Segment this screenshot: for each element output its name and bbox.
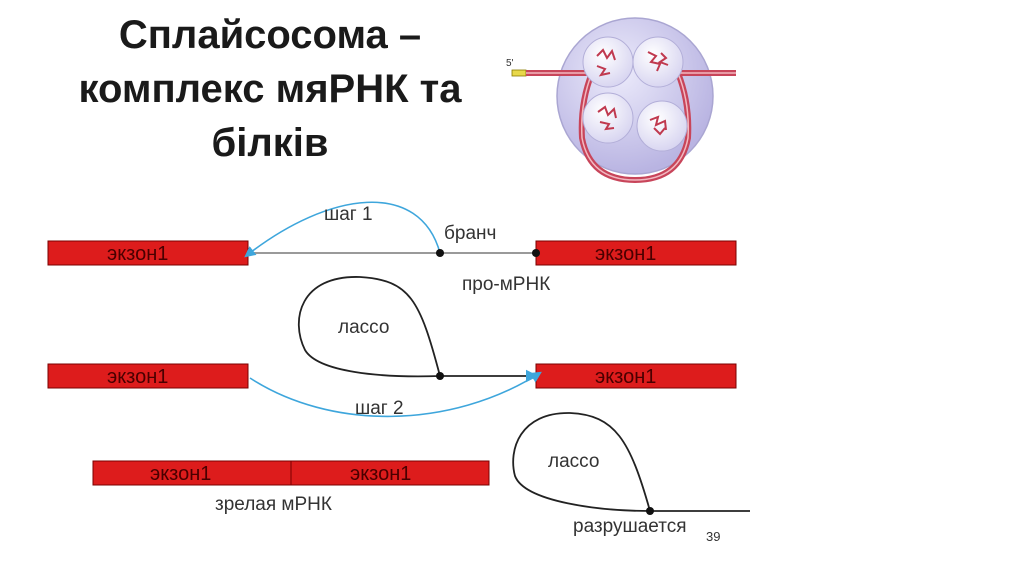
branch-label: бранч [444,223,496,244]
snrnp-particles [582,36,688,152]
spliceosome-illustration: 5' [506,17,736,184]
exon-left-row1 [47,240,249,266]
slide-title: Сплайсосома – комплекс мяРНК та білків [40,8,500,170]
page-number: 39 [706,529,720,544]
lasso-label-row3: лассо [548,451,599,472]
mature-mrna-exon-right [290,460,490,486]
title-line-3: білків [211,121,329,165]
exon-right-row1 [535,240,737,266]
step1-arrow [244,201,441,258]
five-prime-cap [511,69,527,77]
five-prime-label: 5' [506,58,514,69]
lasso-loop-row3 [512,412,651,512]
exon-left-row2 [47,363,249,389]
title-line-1: Сплайсосома – [118,13,422,57]
step2-label: шаг 2 [355,398,404,419]
exon-left-row1-label: экзон1 [107,243,168,265]
exon-right-row1-label: экзон1 [595,243,656,265]
title-line-2: комплекс мяРНК та [78,67,462,111]
lasso-loop-row2 [297,276,441,378]
splicing-diagram: экзон1 экзон1 шаг 1 бранч про-мРНК экзон… [47,201,750,544]
splice-site-dot [532,249,540,257]
spliceosome-body [556,17,714,175]
mature-mrna-label: зрелая мРНК [215,494,332,515]
mature-exon-left-label: экзон1 [150,463,211,485]
step1-label: шаг 1 [324,204,373,225]
lasso-label-row2: лассо [338,317,389,338]
degrade-label: разрушается [573,516,687,537]
lasso-branch-point [436,372,444,380]
branch-point [436,249,444,257]
exon-right-row2-label: экзон1 [595,366,656,388]
exon-left-row2-label: экзон1 [107,366,168,388]
premrna-label: про-мРНК [462,274,550,295]
step2-arrow [249,371,542,418]
lasso-branch-point-row3 [646,507,654,515]
mature-exon-right-label: экзон1 [350,463,411,485]
exon-right-row2 [535,363,737,389]
